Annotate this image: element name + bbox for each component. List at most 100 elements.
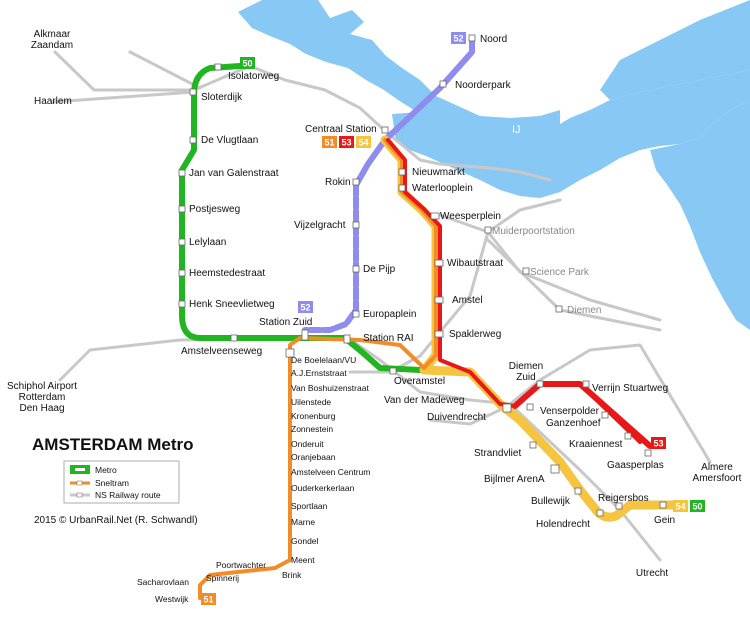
stop-noorderpark <box>439 80 447 88</box>
label-holendrecht: Holendrecht <box>536 519 590 530</box>
label-wibautstraat: Wibautstraat <box>447 258 503 269</box>
stop-deboelelaan <box>285 348 295 358</box>
badge-51-westwijk-label: 51 <box>203 595 213 605</box>
rail-duivendrecht-west <box>428 408 502 426</box>
stop-strandvliet <box>529 441 537 449</box>
label-reigersbos: Reigersbos <box>598 493 649 504</box>
stop-bullewijk <box>574 487 582 495</box>
label-isolatorweg: Isolatorweg <box>228 71 279 82</box>
water-ijburg <box>650 100 750 330</box>
label-weesperplein: Weesperplein <box>440 211 501 222</box>
label-amstelveencentrum: Amstelveen Centrum <box>291 467 370 477</box>
label-vanboshuizen: Van Boshuizenstraat <box>291 383 369 393</box>
badge-54-label: 54 <box>358 138 368 148</box>
label-overamstel: Overamstel <box>394 376 445 387</box>
dest-almere: Almere <box>701 462 733 473</box>
stop-ganzenhoef <box>601 411 609 419</box>
legend-label-railway: NS Railway route <box>95 490 161 500</box>
label-spaklerweg: Spaklerweg <box>449 329 501 340</box>
stop-noord <box>468 34 476 42</box>
stop-stationrai <box>343 334 351 344</box>
label-muiderpoort: Muiderpoortstation <box>492 226 575 237</box>
stop-europaplein <box>352 310 360 318</box>
station-stops <box>178 34 667 517</box>
destination-labels: Alkmaar Zaandam Haarlem Schiphol Airport… <box>7 29 742 579</box>
stop-rokin <box>352 178 360 186</box>
credit-line: 2015 © UrbanRail.Net (R. Schwandl) <box>34 515 198 526</box>
east-lines-route <box>198 135 685 600</box>
label-bijlmer: Bijlmer ArenA <box>484 474 545 485</box>
line-badges: 50 52 52 51 53 54 53 54 <box>201 32 705 605</box>
label-diemenzuid-1: Diemen <box>509 361 543 372</box>
line-52-route <box>302 37 475 333</box>
label-zonnestein: Zonnestein <box>291 424 333 434</box>
stop-diemenzuid <box>536 380 544 388</box>
map-title: AMSTERDAM Metro <box>32 435 194 454</box>
stop-kraaiennest <box>624 432 632 440</box>
badge-53-label: 53 <box>341 138 351 148</box>
label-centraal: Centraal Station <box>305 124 377 135</box>
rail-centraal-muiderpoort <box>382 128 552 182</box>
label-spinnerij: Spinnerij <box>206 573 239 583</box>
stop-duivendrecht <box>502 403 512 413</box>
label-sloterdijk: Sloterdijk <box>201 92 243 103</box>
sneltram-labels: De Boelelaan/VU A.J.Ernststraat Van Bosh… <box>137 355 370 604</box>
badge-52-zuid: 52 <box>298 301 313 313</box>
label-duivendrecht: Duivendrecht <box>427 412 486 423</box>
badge-50-gein: 50 <box>690 500 705 512</box>
label-ajernststraat: A.J.Ernststraat <box>291 368 347 378</box>
label-westwijk: Westwijk <box>155 594 189 604</box>
line-52-track-south <box>302 182 359 333</box>
stop-lelylaan <box>178 238 186 246</box>
dest-amersfoort: Amersfoort <box>693 473 742 484</box>
badge-54-gein-label: 54 <box>675 502 685 512</box>
badge-52-zuid-label: 52 <box>300 303 310 313</box>
label-noorderpark: Noorderpark <box>455 80 512 91</box>
rail-almere <box>508 343 712 464</box>
badge-51-westwijk: 51 <box>201 593 216 605</box>
badge-54-gein: 54 <box>673 500 688 512</box>
badge-53-gp-label: 53 <box>653 439 663 449</box>
stop-amstel <box>434 296 444 304</box>
label-europaplein: Europaplein <box>363 309 416 320</box>
label-sciencepark: Science Park <box>530 267 590 278</box>
badge-54-centraal: 54 <box>356 136 371 148</box>
legend-swatch-railway-stop <box>76 492 83 498</box>
stop-isolatorweg <box>214 63 222 71</box>
stop-heemstedestraat <box>178 269 186 277</box>
stop-weesperplein <box>430 212 440 220</box>
label-meent: Meent <box>291 555 315 565</box>
badge-53-centraal: 53 <box>339 136 354 148</box>
label-stationzuid: Station Zuid <box>259 317 312 328</box>
dest-schiphol: Schiphol Airport <box>7 381 77 392</box>
label-ganzenhoef: Ganzenhoef <box>546 418 601 429</box>
label-kraaiennest: Kraaiennest <box>569 439 623 450</box>
dest-utrecht: Utrecht <box>636 568 668 579</box>
rail-schiphol <box>58 338 182 382</box>
stop-bijlmer <box>550 464 560 474</box>
legend-label-sneltram: Sneltram <box>95 478 129 488</box>
label-diemenzuid-2: Zuid <box>516 372 535 383</box>
label-waterlooplein: Waterlooplein <box>412 183 473 194</box>
station-labels: Noord Noorderpark Centraal Station Isola… <box>181 34 675 530</box>
rail-north-loop <box>192 64 386 132</box>
dest-rotterdam: Rotterdam <box>19 392 66 403</box>
label-uilenstede: Uilenstede <box>291 397 331 407</box>
line-53-gaasperplas <box>512 381 653 449</box>
stop-wibautstraat <box>434 259 444 267</box>
badge-51-label: 51 <box>324 138 334 148</box>
line-52-track-north <box>353 37 475 188</box>
rail-sciencepark <box>486 230 662 322</box>
stop-centraal <box>381 126 389 134</box>
stop-venserpolder <box>526 403 534 411</box>
legend-swatch-metro-inner <box>75 468 85 471</box>
dest-alkmaar: Alkmaar <box>34 29 71 40</box>
label-gondel: Gondel <box>291 536 319 546</box>
label-strandvliet: Strandvliet <box>474 448 521 459</box>
stop-sciencepark <box>522 267 530 275</box>
rail-haarlem <box>50 90 196 104</box>
label-venserpolder: Venserpolder <box>540 406 600 417</box>
label-sportlaan: Sportlaan <box>291 501 328 511</box>
label-brink: Brink <box>282 570 302 580</box>
